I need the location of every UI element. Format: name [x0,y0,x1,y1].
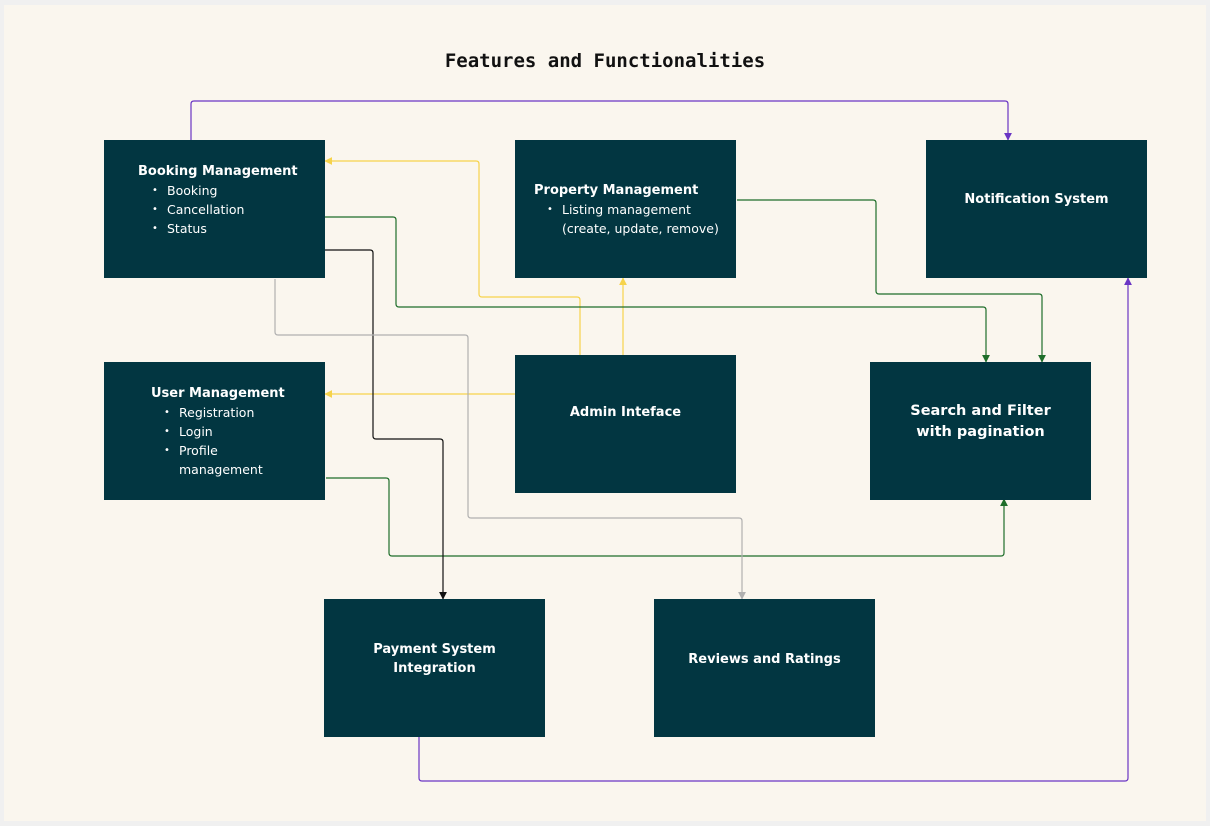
node-payment-title-line1: Payment System [373,642,496,657]
node-property-management[interactable]: Property Management Listing management (… [515,140,736,278]
list-item: Booking [152,181,325,200]
node-property-management-title: Property Management [534,183,699,198]
edge-booking-to-notification [190,100,1012,141]
list-item: Listing management (create, update, remo… [547,200,722,238]
edge-booking-to-payment [325,249,447,600]
edge-payment-to-notification [418,277,1132,782]
property-feature-list: Listing management (create, update, remo… [547,200,722,238]
node-search-title-line1: Search and Filter [910,403,1051,419]
edge-booking-to-reviews [274,279,746,600]
node-reviews-and-ratings[interactable]: Reviews and Ratings [654,599,875,737]
node-admin-interface[interactable]: Admin Inteface [515,355,736,493]
list-item: Registration [164,403,269,422]
node-notification-system[interactable]: Notification System [926,140,1147,278]
node-booking-management-title: Booking Management [138,164,298,179]
booking-feature-list: Booking Cancellation Status [152,181,325,238]
list-item: Cancellation [152,200,325,219]
node-search-title-line2: with pagination [916,424,1045,440]
node-user-management[interactable]: User Management Registration Login Profi… [104,362,325,500]
node-admin-interface-title: Admin Inteface [569,404,682,420]
diagram-title: Features and Functionalities [444,50,766,72]
edge-admin-to-booking [324,157,581,355]
node-search-and-filter[interactable]: Search and Filter with pagination [870,362,1091,500]
node-payment-system-integration[interactable]: Payment System Integration [324,599,545,737]
node-reviews-title: Reviews and Ratings [688,651,841,667]
edge-booking-to-search [325,216,990,363]
edge-user-to-search [326,477,1008,557]
edge-property-to-search [737,199,1046,363]
node-payment-title-line2: Integration [393,661,476,676]
node-user-management-title: User Management [151,386,285,401]
user-feature-list: Registration Login Profile management [164,403,269,479]
list-item: Login [164,422,269,441]
list-item: Profile management [164,441,269,479]
node-booking-management[interactable]: Booking Management Booking Cancellation … [104,140,325,278]
node-notification-system-title: Notification System [964,191,1109,207]
list-item: Status [152,219,325,238]
